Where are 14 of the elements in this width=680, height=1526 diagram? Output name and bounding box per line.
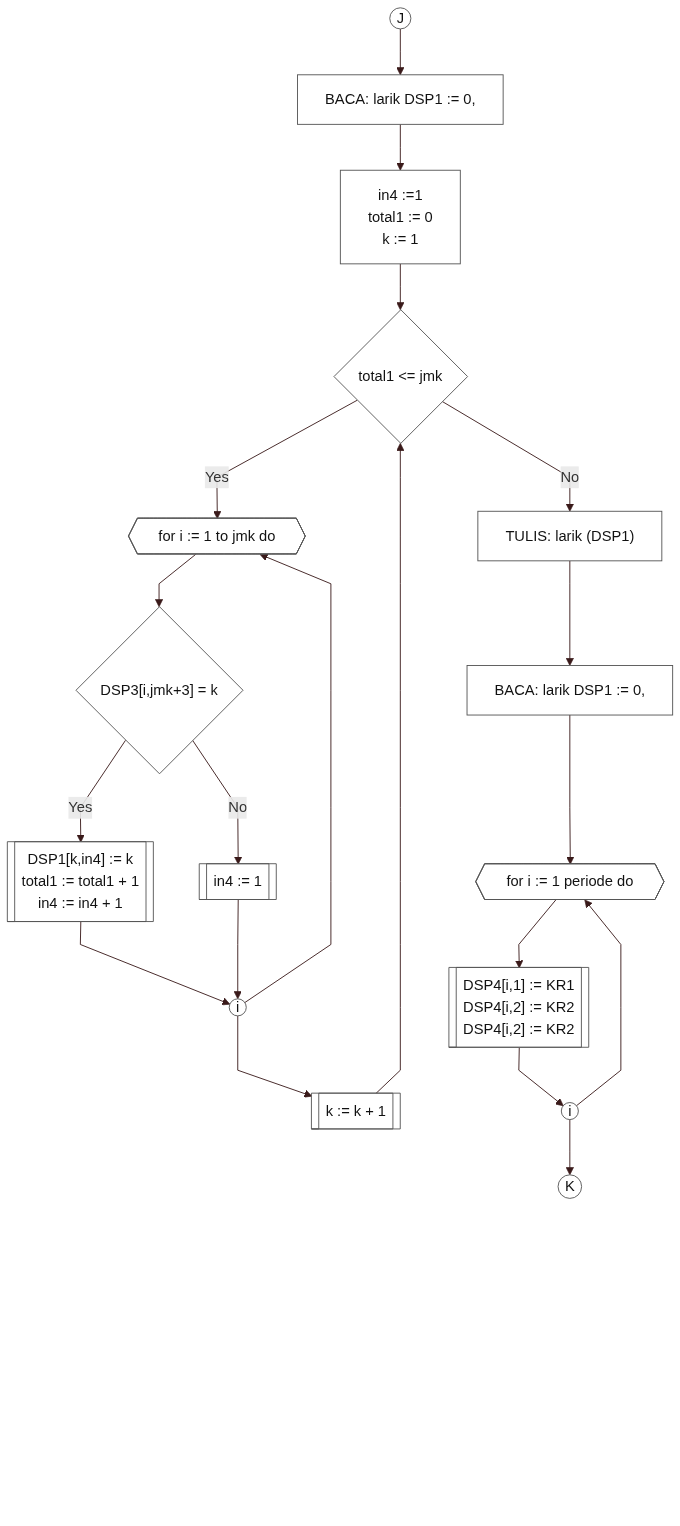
node-box: in4 :=1 total1 := 0 k := 1: [339, 169, 461, 265]
edge-label: Yes: [68, 799, 93, 816]
node-box: BACA: larik DSP1 := 0,: [466, 665, 674, 716]
node-box: TULIS: larik (DSP1): [477, 510, 663, 562]
node-diamond: total1 <= jmk: [333, 309, 469, 444]
edge-label: Yes: [204, 469, 229, 485]
edge-label: No: [560, 469, 580, 485]
node-circle: K: [557, 1174, 583, 1199]
node-circle: i: [228, 998, 247, 1017]
node-diamond: DSP3[i,jmk+3] = k: [75, 606, 244, 775]
node-circle: i: [560, 1102, 579, 1121]
node-box: BACA: larik DSP1 := 0,: [297, 74, 504, 125]
edge-label: No: [228, 799, 248, 816]
node-circle: J: [389, 7, 412, 30]
